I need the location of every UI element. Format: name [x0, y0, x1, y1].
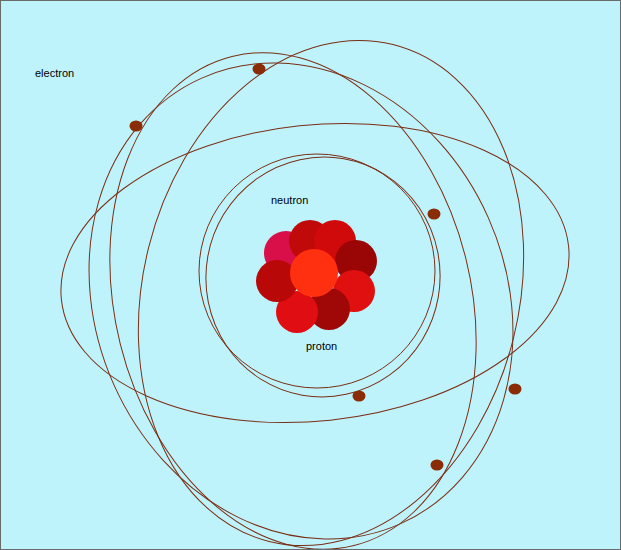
electron-orbit [187, 139, 459, 416]
electron-dot [509, 384, 522, 395]
electron-orbit [59, 13, 526, 550]
electron-dot [428, 209, 441, 220]
part-label: electron [34, 67, 75, 80]
nucleon [290, 249, 338, 297]
electron-dot [431, 460, 444, 471]
electron-orbit [14, 1, 587, 550]
electron-dot [253, 64, 266, 75]
electron-orbit [46, 99, 584, 447]
electron-orbit [87, 1, 576, 550]
electron-dot [130, 121, 143, 132]
electron-orbit [199, 154, 435, 388]
part-label: neutron [270, 194, 309, 207]
part-label: proton [305, 340, 338, 353]
electron-dot [353, 391, 366, 402]
